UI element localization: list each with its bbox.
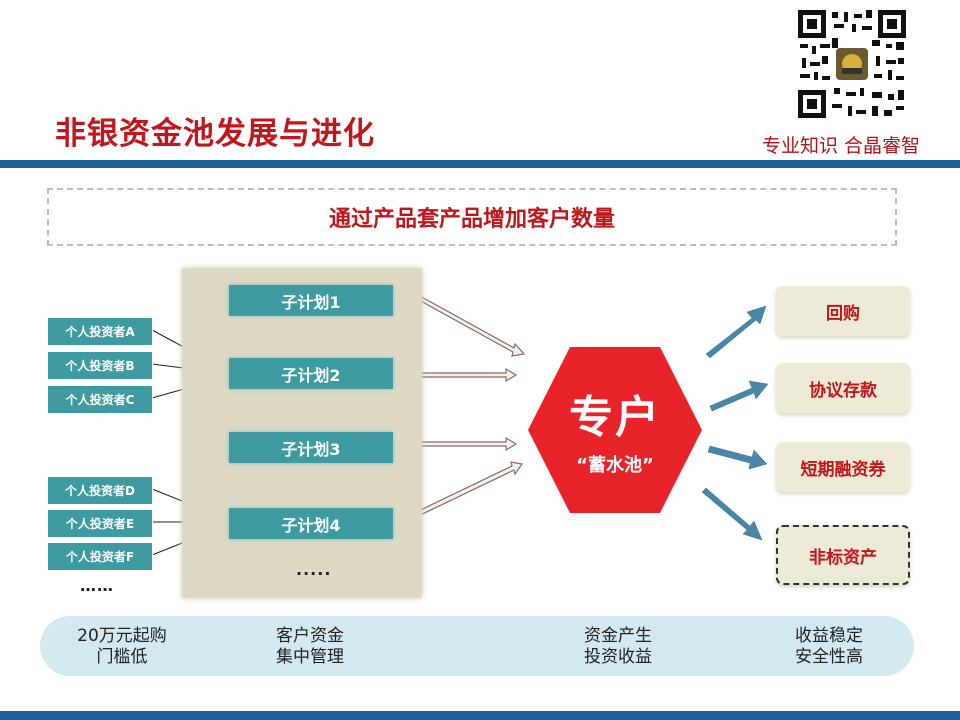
investor-label: 个人投资者C — [65, 393, 135, 407]
investor-a: 个人投资者A — [47, 317, 153, 346]
output-short-term-bills: 短期融资券 — [776, 442, 910, 492]
investor-f: 个人投资者F — [47, 542, 153, 571]
sub-plan-label: 子计划4 — [281, 515, 341, 535]
investor-label: 个人投资者F — [65, 550, 135, 564]
investor-label: 个人投资者D — [65, 484, 135, 498]
banner: 通过产品套产品增加客户数量 — [47, 188, 897, 246]
output-label: 回购 — [826, 303, 860, 324]
output-label: 协议存款 — [809, 380, 877, 401]
footer-item-line2: 门槛低 — [96, 647, 148, 667]
footer-item-stability: 收益稳定 安全性高 — [769, 626, 889, 668]
footer-item-threshold: 20万元起购 门槛低 — [62, 626, 182, 668]
investor-more: …… — [80, 576, 114, 595]
banner-text: 通过产品套产品增加客户数量 — [328, 207, 615, 232]
footer-item-line1: 客户资金 — [276, 626, 344, 646]
investor-label: 个人投资者E — [65, 517, 135, 531]
footer-item-management: 客户资金 集中管理 — [250, 626, 370, 668]
slogan: 专业知识 合晶睿智 — [762, 135, 921, 157]
footer-item-line2: 安全性高 — [795, 647, 863, 667]
output-label: 短期融资券 — [800, 459, 886, 480]
page-title: 非银资金池发展与进化 — [55, 116, 375, 152]
investor-b: 个人投资者B — [47, 351, 153, 380]
hub-title: 专户 — [569, 392, 661, 443]
investor-e: 个人投资者E — [47, 509, 153, 538]
investor-c: 个人投资者C — [47, 385, 153, 414]
footer-item-line2: 集中管理 — [276, 647, 344, 667]
sub-plan-4: 子计划4 — [229, 508, 393, 539]
footer-item-line2: 投资收益 — [584, 647, 652, 667]
sub-plan-more: ..... — [296, 560, 332, 579]
footer-divider — [0, 711, 960, 720]
sub-plan-3: 子计划3 — [229, 432, 393, 463]
hexagon-shape — [528, 347, 702, 513]
sub-plan-2: 子计划2 — [229, 358, 393, 389]
hub-subtitle: “蓄水池” — [576, 455, 654, 476]
header-divider — [0, 160, 960, 168]
footer-item-line1: 收益稳定 — [795, 626, 863, 646]
sub-plan-label: 子计划3 — [281, 439, 341, 459]
sub-plan-1: 子计划1 — [229, 285, 393, 316]
investor-d: 个人投资者D — [47, 476, 153, 505]
sub-plan-label: 子计划2 — [281, 365, 341, 385]
investor-label: 个人投资者A — [65, 325, 135, 339]
qr-code-icon — [796, 8, 908, 120]
hub-special-account: 专户 “蓄水池” — [526, 345, 704, 515]
output-non-standard-assets: 非标资产 — [776, 525, 910, 585]
footer-item-line1: 20万元起购 — [77, 626, 167, 646]
sub-plan-label: 子计划1 — [281, 292, 341, 312]
footer-item-returns: 资金产生 投资收益 — [558, 626, 678, 668]
output-repo: 回购 — [776, 286, 910, 336]
output-label: 非标资产 — [809, 547, 877, 568]
output-agreement-deposit: 协议存款 — [776, 363, 910, 413]
footer-summary-bar — [40, 616, 914, 676]
investor-label: 个人投资者B — [65, 359, 135, 373]
footer-item-line1: 资金产生 — [584, 626, 652, 646]
